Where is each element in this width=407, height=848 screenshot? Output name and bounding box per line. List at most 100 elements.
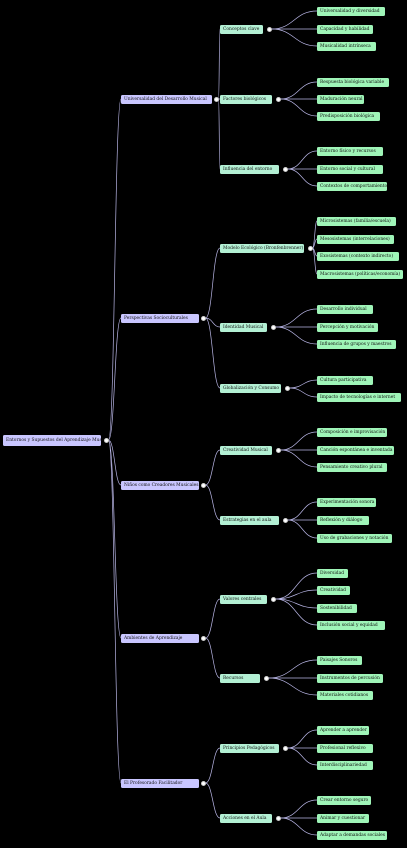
leaf-node[interactable]: Desarrollo individual bbox=[317, 304, 373, 314]
topic-node[interactable]: Modelo Ecológico (Bronfenbrenner) bbox=[220, 243, 304, 253]
leaf-node[interactable]: Influencia de grupos y maestros bbox=[317, 339, 396, 349]
topic-leaf-edge bbox=[271, 28, 318, 47]
topic-leaf-edge bbox=[287, 501, 318, 521]
leaf-node[interactable]: Exosistemas (contexto indirecto) bbox=[317, 251, 399, 261]
topic-leaf-edge bbox=[287, 168, 318, 187]
leaf-node[interactable]: Diversidad bbox=[317, 568, 348, 578]
topic-node[interactable]: Identidad Musical bbox=[220, 322, 267, 332]
leaf-node[interactable]: Pensamiento creativo plural bbox=[317, 462, 387, 472]
leaf-node[interactable]: Universalidad y diversidad bbox=[317, 6, 385, 16]
topic-leaf-edge bbox=[312, 247, 318, 275]
root-node[interactable]: Entornos y Supuestos del Aprendizaje Mus… bbox=[3, 434, 110, 446]
topic-leaf-edge bbox=[275, 598, 318, 609]
leaf-node[interactable]: Impacto de tecnologías e internet bbox=[317, 392, 401, 402]
leaf-node[interactable]: Inclusión social y equidad bbox=[317, 620, 385, 630]
branch-topic-edge bbox=[205, 637, 221, 679]
leaf-node[interactable]: Creatividad bbox=[317, 585, 350, 595]
leaf-node[interactable]: Adaptar a demandas sociales bbox=[317, 830, 387, 840]
branch-node[interactable]: El Profesorado Facilitador bbox=[121, 778, 199, 788]
node-connector-dot bbox=[263, 675, 269, 681]
leaf-node[interactable]: Sostenibilidad bbox=[317, 603, 357, 613]
leaf-node[interactable]: Microsistemas (familia/escuela) bbox=[317, 216, 396, 226]
node-connector-dot bbox=[275, 815, 281, 821]
root-branch-edge bbox=[108, 439, 122, 639]
topic-leaf-edge bbox=[275, 308, 318, 328]
node-connector-dot bbox=[307, 245, 313, 251]
topic-leaf-edge bbox=[280, 98, 318, 117]
node-connector-dot bbox=[266, 26, 272, 32]
topic-node[interactable]: Acciones en el Aula bbox=[220, 813, 272, 823]
node-connector-dot bbox=[200, 635, 206, 641]
branch-topic-edge bbox=[205, 247, 221, 319]
root-branch-edge bbox=[108, 439, 122, 784]
topic-node[interactable]: Globalización y Consumo bbox=[220, 383, 281, 393]
leaf-node[interactable]: Entorno físico y recursos bbox=[317, 146, 383, 156]
leaf-node[interactable]: Instrumentos de percusión bbox=[317, 673, 383, 683]
topic-leaf-edge bbox=[271, 10, 318, 30]
leaf-node[interactable]: Macrosistemas (políticas/economía) bbox=[317, 269, 403, 279]
topic-leaf-edge bbox=[289, 387, 318, 398]
leaf-node[interactable]: Composición e improvisación bbox=[317, 427, 387, 437]
topic-node[interactable]: Recursos bbox=[220, 673, 260, 683]
leaf-node[interactable]: Interdisciplinariedad bbox=[317, 760, 373, 770]
branch-topic-edge bbox=[205, 317, 221, 389]
topic-node[interactable]: Creatividad Musical bbox=[220, 445, 272, 455]
topic-leaf-edge bbox=[287, 747, 318, 766]
leaf-node[interactable]: Cultura participativa bbox=[317, 375, 373, 385]
topic-leaf-edge bbox=[280, 799, 318, 819]
leaf-node[interactable]: Capacidad y habilidad bbox=[317, 24, 373, 34]
leaf-node[interactable]: Paisajes Sonoros bbox=[317, 655, 362, 665]
leaf-node[interactable]: Profesional reflexivo bbox=[317, 743, 373, 753]
leaf-node[interactable]: Maduración neural bbox=[317, 94, 364, 104]
topic-leaf-edge bbox=[312, 238, 318, 249]
topic-leaf-edge bbox=[287, 519, 318, 539]
branch-topic-edge bbox=[205, 598, 221, 639]
branch-topic-edge bbox=[205, 317, 221, 328]
leaf-node[interactable]: Canción espontánea e inventada bbox=[317, 445, 394, 455]
leaf-node[interactable]: Materiales cotidianos bbox=[317, 690, 373, 700]
node-connector-dot bbox=[275, 447, 281, 453]
branch-node[interactable]: Universalidad del Desarrollo Musical bbox=[121, 94, 212, 104]
topic-leaf-edge bbox=[268, 677, 318, 696]
leaf-node[interactable]: Percepción y motivación bbox=[317, 322, 378, 332]
branch-topic-edge bbox=[218, 98, 221, 170]
node-connector-dot bbox=[200, 780, 206, 786]
topic-node[interactable]: Influencia del entorno bbox=[220, 164, 279, 174]
leaf-node[interactable]: Animar y cuestionar bbox=[317, 813, 369, 823]
branch-node[interactable]: Perspectivas Socioculturales bbox=[121, 313, 199, 323]
topic-leaf-edge bbox=[280, 431, 318, 451]
node-connector-dot bbox=[213, 96, 219, 102]
branch-node[interactable]: Ambientes de Aprendizaje bbox=[121, 633, 199, 643]
topic-node[interactable]: Estrategias en el aula bbox=[220, 515, 279, 525]
topic-leaf-edge bbox=[268, 659, 318, 679]
node-connector-dot bbox=[103, 437, 109, 443]
leaf-node[interactable]: Uso de grabaciones y notación bbox=[317, 533, 392, 543]
node-connector-dot bbox=[282, 745, 288, 751]
topic-node[interactable]: Conceptos clave bbox=[220, 24, 263, 34]
leaf-node[interactable]: Contextos de comportamiento bbox=[317, 181, 387, 191]
branch-node[interactable]: Niños como Creadores Musicales bbox=[121, 480, 199, 490]
topic-node[interactable]: Valores centrales bbox=[220, 594, 267, 604]
branch-topic-edge bbox=[205, 782, 221, 819]
leaf-node[interactable]: Experimentación sonora bbox=[317, 497, 376, 507]
root-branch-edge bbox=[108, 317, 122, 441]
leaf-node[interactable]: Reflexión y diálogo bbox=[317, 515, 369, 525]
topic-node[interactable]: Factores biológicos bbox=[220, 94, 272, 104]
leaf-node[interactable]: Musicalidad intrínseca bbox=[317, 41, 376, 51]
leaf-node[interactable]: Aprender a aprender bbox=[317, 725, 369, 735]
root-branch-edge bbox=[108, 439, 122, 486]
leaf-node[interactable]: Predisposición biológica bbox=[317, 111, 380, 121]
node-connector-dot bbox=[284, 385, 290, 391]
leaf-node[interactable]: Entorno social y cultural bbox=[317, 164, 383, 174]
leaf-node[interactable]: Respuesta biológica variable bbox=[317, 77, 389, 87]
leaf-node[interactable]: Mesosistemas (interrelaciones) bbox=[317, 234, 394, 244]
topic-leaf-edge bbox=[312, 220, 318, 249]
node-connector-dot bbox=[275, 96, 281, 102]
node-connector-dot bbox=[200, 315, 206, 321]
leaf-node[interactable]: Crear entorno seguro bbox=[317, 795, 371, 805]
branch-topic-edge bbox=[205, 747, 221, 784]
node-connector-dot bbox=[270, 596, 276, 602]
topic-leaf-edge bbox=[287, 150, 318, 170]
topic-node[interactable]: Principios Pedagógicos bbox=[220, 743, 279, 753]
node-connector-dot bbox=[270, 324, 276, 330]
